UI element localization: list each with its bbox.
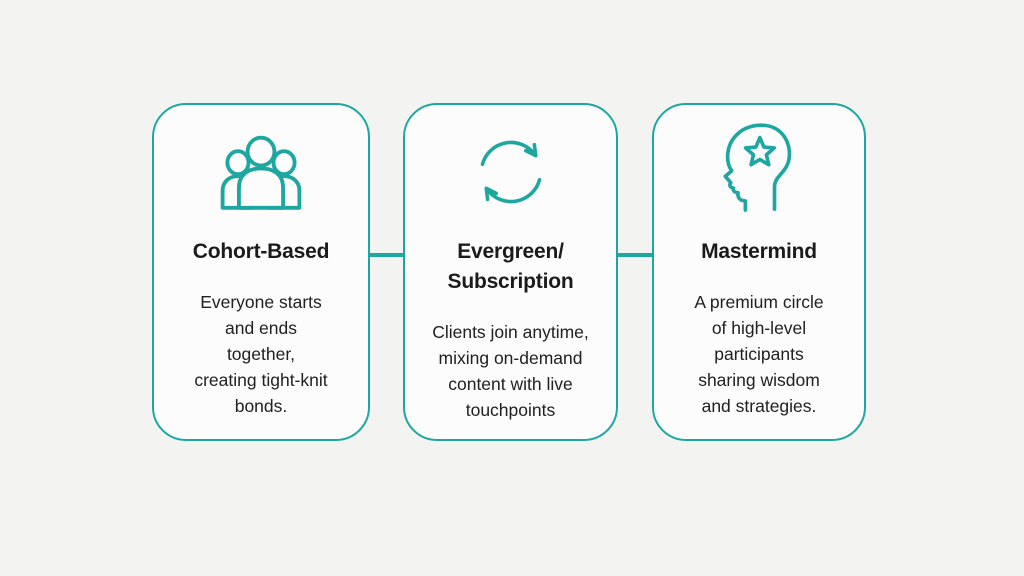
card-evergreen-subscription: Evergreen/ Subscription Clients join any… bbox=[403, 103, 618, 441]
connector-line-2 bbox=[616, 253, 654, 257]
people-group-icon bbox=[154, 105, 368, 237]
card-body-text: Everyone starts and ends together, creat… bbox=[194, 292, 328, 416]
card-mastermind: Mastermind A premium circle of high-leve… bbox=[652, 103, 866, 441]
head-star-icon bbox=[654, 105, 864, 237]
cycle-arrows-icon bbox=[405, 105, 616, 237]
card-cohort-based: Cohort-Based Everyone starts and ends to… bbox=[152, 103, 370, 441]
card-body-text: A premium circle of high-level participa… bbox=[694, 292, 824, 416]
connector-line-1 bbox=[368, 253, 405, 257]
card-title: Evergreen/ Subscription bbox=[447, 240, 574, 293]
card-title: Mastermind bbox=[701, 240, 817, 263]
card-title: Cohort-Based bbox=[192, 240, 330, 263]
card-body-text: Clients join anytime, mixing on-demand c… bbox=[432, 322, 589, 420]
